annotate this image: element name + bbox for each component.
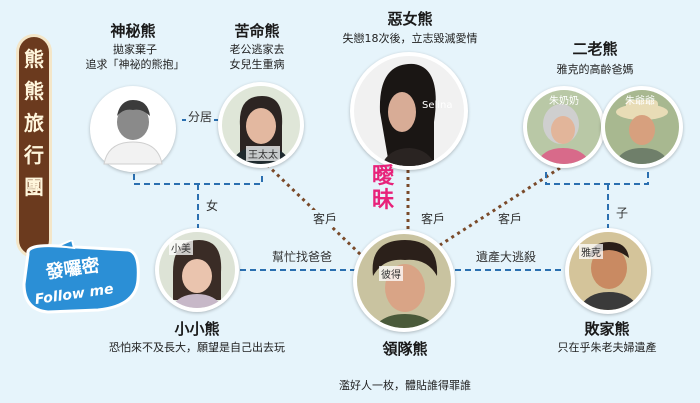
mystery-bear-desc-1: 拋家棄子	[113, 43, 157, 56]
line-parents-daughter	[133, 174, 263, 185]
girl-portrait-icon	[159, 232, 235, 308]
tour-group-banner: 熊 熊 旅 行 團	[16, 34, 52, 258]
relation-help-find-dad: 幫忙找爸爸	[270, 248, 335, 265]
relation-inheritance-escape: 遺產大逃殺	[474, 248, 539, 265]
spoiled-bear-desc: 只在乎朱老夫婦遺產	[557, 341, 657, 354]
grandpa-portrait-icon	[605, 90, 679, 164]
bitter-bear-desc-2: 女兒生重病	[229, 58, 285, 71]
line-oldcouple-son	[545, 172, 649, 185]
little-bear-desc: 恐怕來不及長大，願望是自己出去玩	[109, 341, 285, 354]
banner-char: 團	[24, 175, 44, 199]
man-portrait-icon	[357, 234, 451, 328]
banner-char: 旅	[24, 111, 44, 135]
bitter-bear-desc-1: 老公逃家去	[229, 43, 285, 56]
old-couple-bear-title: 二老熊	[572, 40, 618, 58]
evil-bear-title: 惡女熊	[387, 10, 433, 28]
relation-daughter: 女	[204, 197, 221, 214]
banner-char: 行	[24, 143, 44, 167]
grandma-portrait-icon	[527, 90, 601, 164]
relation-separated: 分居	[186, 108, 215, 125]
bitter-bear-desc: 老公逃家去 女兒生重病	[200, 42, 314, 72]
leader-bear-title: 領隊熊	[382, 340, 428, 358]
relation-client-right: 客戶	[496, 210, 525, 227]
line-oldcouple-leader	[439, 166, 561, 247]
leader-bear-tag: 彼得	[379, 266, 403, 281]
bitter-bear-portrait[interactable]: 王太太	[218, 82, 304, 168]
little-bear-tag: 小美	[169, 240, 193, 255]
evil-bear-tag: Selina	[422, 100, 453, 111]
relation-client-left: 客戶	[311, 210, 340, 227]
grandpa-tag: 朱爺爺	[625, 96, 655, 107]
man-portrait-icon	[569, 232, 647, 310]
grandma-portrait[interactable]: 朱奶奶	[523, 86, 605, 168]
relation-client-mid: 客戶	[419, 210, 448, 227]
bitter-bear-title: 苦命熊	[234, 22, 280, 40]
little-bear-title: 小小熊	[174, 320, 220, 338]
banner-char: 熊	[24, 47, 44, 71]
mystery-bear-portrait[interactable]	[90, 86, 176, 172]
woman-portrait-icon	[354, 56, 464, 166]
leader-bear-desc: 濫好人一枚，體貼誰得罪誰	[339, 379, 471, 392]
bitter-bear-tag: 王太太	[246, 146, 280, 161]
relation-son: 子	[614, 204, 631, 221]
little-bear-portrait[interactable]: 小美	[155, 228, 239, 312]
spoiled-bear-tag: 雅克	[579, 244, 603, 259]
leader-bear-portrait[interactable]: 彼得	[353, 230, 455, 332]
follow-me-badge: 發囉密 Follow me	[22, 240, 140, 314]
spoiled-bear-portrait[interactable]: 雅克	[565, 228, 651, 314]
banner-char: 熊	[24, 79, 44, 103]
evil-bear-portrait[interactable]: Selina	[350, 52, 468, 170]
mystery-bear-desc: 拋家棄子 追求「神祕的熊抱」	[60, 42, 210, 72]
evil-bear-desc: 失戀18次後，立志毀滅愛情	[342, 32, 478, 45]
grandma-tag: 朱奶奶	[549, 96, 579, 107]
grandpa-portrait[interactable]: 朱爺爺	[601, 86, 683, 168]
old-couple-bear-desc: 雅克的高齡爸媽	[556, 63, 634, 76]
mystery-bear-desc-2: 追求「神祕的熊抱」	[85, 58, 185, 71]
relation-ambiguous: 曖昧	[371, 164, 394, 213]
spoiled-bear-title: 敗家熊	[584, 320, 630, 338]
silhouette-icon	[94, 90, 172, 168]
mystery-bear-title: 神秘熊	[110, 22, 156, 40]
